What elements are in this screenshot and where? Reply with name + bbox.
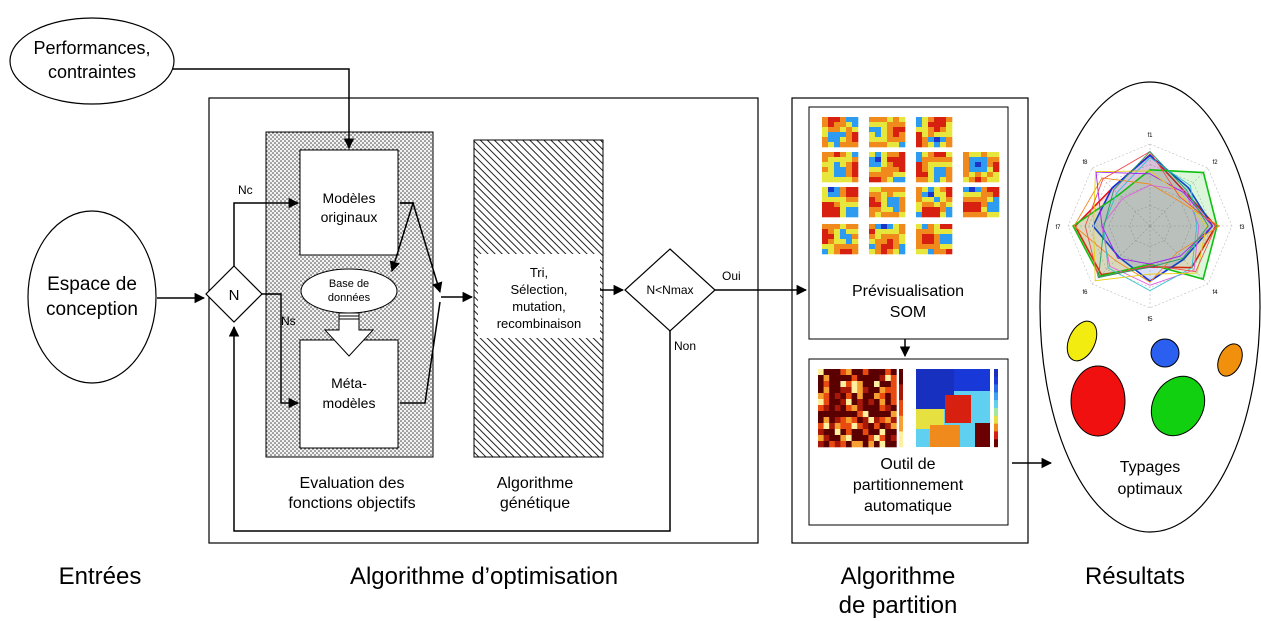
som-preview-label-2: SOM bbox=[890, 304, 926, 321]
bottom-label-results: Résultats bbox=[1085, 563, 1185, 590]
bottom-label-partition-2: de partition bbox=[839, 592, 958, 619]
radar-axis-label: f2 bbox=[1213, 160, 1219, 166]
som-component-plane bbox=[963, 187, 1000, 218]
database-label-2: données bbox=[328, 292, 371, 304]
umatrix-heatmap bbox=[818, 369, 903, 448]
design-space-label-1: Espace de bbox=[47, 274, 137, 295]
radar-axis-label: f1 bbox=[1147, 133, 1153, 139]
connectors bbox=[157, 68, 1053, 532]
radar-axis-label: f8 bbox=[1082, 160, 1088, 166]
branch-nc-label: Nc bbox=[238, 183, 253, 197]
radar-chart: f1 f2 f3 f4 f5 f6 f7 f8 bbox=[1055, 133, 1245, 323]
partition-tool-label-2: partitionnement bbox=[853, 477, 964, 494]
genetic-operators-box bbox=[478, 254, 600, 338]
decision-n-diamond bbox=[205, 265, 263, 323]
n-to-meta-models bbox=[262, 293, 300, 409]
partition-tool-label-1: Outil de bbox=[880, 456, 935, 473]
meta-models-to-merge bbox=[400, 301, 441, 404]
som-preview-label-1: Prévisualisation bbox=[852, 283, 964, 300]
decision-nmax-label: N<Nmax bbox=[646, 283, 693, 297]
ga-operator-1: Tri, bbox=[530, 265, 548, 280]
decision-no-label: Non bbox=[674, 339, 696, 353]
results-caption-2: optimaux bbox=[1118, 481, 1183, 498]
performances-label-2: contraintes bbox=[48, 62, 136, 82]
som-component-plane bbox=[822, 117, 859, 148]
som-component-plane bbox=[822, 152, 859, 183]
decision-n-label: N bbox=[229, 287, 240, 304]
performances-to-models bbox=[172, 68, 355, 150]
no-loop-back bbox=[228, 325, 671, 532]
som-component-plane bbox=[822, 224, 859, 255]
som-component-plane bbox=[869, 187, 906, 218]
ga-operator-3: mutation, bbox=[512, 299, 565, 314]
evaluation-caption-1: Evaluation des bbox=[300, 475, 405, 492]
n-to-original-models bbox=[233, 197, 300, 266]
performances-label-1: Performances, bbox=[33, 38, 150, 58]
cluster-green bbox=[1150, 375, 1206, 437]
cluster-yellow bbox=[1066, 320, 1098, 362]
radar-axis-label: f7 bbox=[1055, 225, 1061, 231]
design-space-ellipse bbox=[27, 210, 157, 384]
meta-models-box bbox=[299, 339, 399, 449]
genetic-caption-2: génétique bbox=[500, 495, 570, 512]
evaluation-caption-2: fonctions objectifs bbox=[288, 495, 415, 512]
cluster-blue bbox=[1150, 338, 1180, 368]
ga-operator-2: Sélection, bbox=[510, 282, 567, 297]
original-models-to-merge bbox=[400, 202, 443, 294]
som-component-plane bbox=[916, 187, 953, 218]
cluster-orange bbox=[1217, 343, 1243, 377]
decision-yes-label: Oui bbox=[722, 269, 741, 283]
partition-tool-label-3: automatique bbox=[864, 498, 952, 515]
performances-ellipse bbox=[9, 17, 175, 105]
bottom-label-inputs: Entrées bbox=[59, 563, 142, 590]
som-component-plane bbox=[963, 152, 1000, 183]
radar-axis-label: f6 bbox=[1082, 290, 1088, 296]
som-component-plane bbox=[916, 152, 953, 183]
radar-axis-label: f5 bbox=[1147, 317, 1153, 323]
meta-models-label-1: Méta- bbox=[331, 375, 367, 391]
bottom-label-optimization: Algorithme d’optimisation bbox=[350, 563, 618, 590]
meta-models-label-2: modèles bbox=[323, 395, 376, 411]
radar-axis-label: f3 bbox=[1239, 225, 1245, 231]
som-component-plane bbox=[916, 224, 953, 255]
original-models-label-1: Modèles bbox=[323, 190, 376, 206]
ga-operator-4: recombinaison bbox=[497, 316, 582, 331]
results-caption-1: Typages bbox=[1120, 459, 1180, 476]
database-ellipse bbox=[300, 268, 398, 314]
original-models-box bbox=[299, 149, 399, 256]
cluster-red bbox=[1070, 365, 1126, 437]
radar-axis-label: f4 bbox=[1213, 290, 1219, 296]
design-space-label-2: conception bbox=[46, 299, 138, 320]
original-models-label-2: originaux bbox=[321, 209, 378, 225]
som-component-plane bbox=[869, 224, 906, 255]
genetic-caption-1: Algorithme bbox=[497, 475, 574, 492]
bottom-label-partition-1: Algorithme bbox=[841, 563, 956, 590]
database-label-1: Base de bbox=[329, 278, 369, 290]
som-component-plane bbox=[916, 117, 953, 148]
cluster-map bbox=[916, 369, 998, 448]
som-component-plane bbox=[869, 117, 906, 148]
som-component-plane bbox=[869, 152, 906, 183]
cluster-blobs bbox=[1066, 320, 1243, 437]
som-map-grid bbox=[822, 117, 1000, 255]
branch-ns-label: Ns bbox=[281, 314, 296, 328]
som-component-plane bbox=[822, 187, 859, 218]
